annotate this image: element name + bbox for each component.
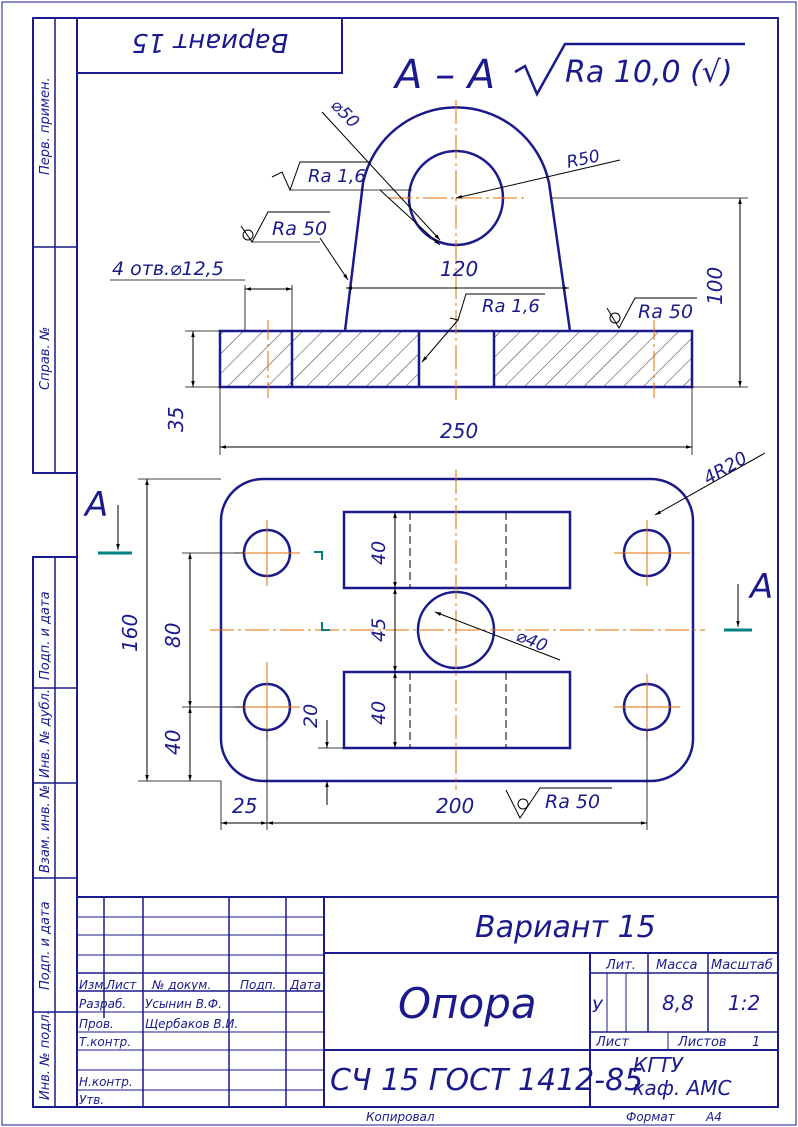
tb-lit-value: У (592, 997, 604, 1017)
side-label-vzam: Взам. инв. № (38, 785, 53, 873)
tb-role-0: Разраб. (79, 997, 126, 1011)
format-value: А4 (705, 1110, 722, 1124)
dim-radius: R50 (565, 146, 602, 173)
tb-name: Опора (398, 979, 537, 1028)
side-label-sprav: Справ. № (38, 327, 53, 390)
title-block-text: Вариант 15 Опора СЧ 15 ГОСТ 1412-85 КГТУ… (79, 910, 773, 1124)
general-roughness: Ra 10,0 (√) (565, 55, 733, 90)
tb-col-sign: Подп. (240, 978, 276, 992)
dim-slot-gap: 45 (368, 618, 390, 642)
dim-hole-spacing-v: 80 (161, 623, 185, 648)
svg-text:Вариант 15: Вариант 15 (132, 27, 289, 57)
dim-overall-height: 160 (118, 614, 142, 652)
tb-lit-label: Лит. (605, 958, 636, 973)
tb-name-1: Щербаков В.И. (145, 1017, 238, 1031)
dim-hole-spacing-h: 200 (436, 794, 474, 818)
tb-sheets-label: Листов (677, 1035, 727, 1050)
tb-role-2: Т.контр. (79, 1035, 131, 1049)
side-label-dubl: Инв. № дубл. (38, 689, 53, 778)
slot-top (342, 510, 572, 590)
slot-bottom (342, 670, 572, 750)
dim-width-boss: 120 (440, 257, 478, 281)
side-label-podp1: Подп. и дата (38, 591, 53, 680)
section-header: А – А Ra 10,0 (√) (392, 42, 745, 98)
side-columns: Перв. примен. Справ. № Подп. и дата Инв.… (38, 77, 53, 1100)
dim-hole-offset-h: 25 (232, 794, 257, 818)
tb-role-3: Н.контр. (79, 1075, 133, 1089)
tb-mass-value: 8,8 (662, 991, 694, 1015)
roughness-base-right: Ra 50 (638, 301, 693, 323)
tb-role-4: Утв. (79, 1093, 104, 1107)
section-view: ⌀50 R50 120 100 35 250 4 отв.⌀12,5 Ra 1,… (110, 96, 748, 455)
tb-variant: Вариант 15 (475, 910, 656, 945)
tb-sheets-value: 1 (752, 1035, 760, 1050)
copied-label: Копировал (366, 1110, 435, 1124)
section-mark-right: А (748, 567, 773, 607)
roughness-symbol (514, 42, 745, 97)
tb-scale-label: Масштаб (711, 958, 773, 973)
tb-material: СЧ 15 ГОСТ 1412-85 (330, 1063, 643, 1098)
tb-name-0: Усынин В.Ф. (145, 997, 222, 1011)
tb-col-izm: Изм. (79, 978, 107, 992)
roughness-bottom: Ra 50 (545, 791, 600, 813)
side-label-podl: Инв. № подл. (38, 1010, 53, 1100)
tb-org1: КГТУ (633, 1053, 685, 1077)
roughness-boss-side: Ra 1,6 (308, 166, 366, 187)
tb-scale-value: 1:2 (728, 991, 760, 1015)
variant-stamp: Вариант 15 (76, 17, 343, 74)
dim-center-hole: ⌀40 (513, 626, 550, 656)
dim-slot-offset: 20 (300, 704, 322, 728)
dim-height-total: 100 (703, 267, 727, 305)
plan-view: А А 4R20 40 45 40 ⌀40 160 80 40 20 (83, 448, 773, 830)
dim-base-height: 35 (164, 407, 188, 432)
tb-mass-label: Масса (656, 958, 697, 973)
title-block (77, 896, 778, 1107)
side-label-perv: Перв. примен. (38, 77, 53, 175)
dim-slot-bottom: 40 (368, 701, 390, 725)
section-mark-left: А (83, 485, 108, 525)
tb-col-date: Дата (289, 978, 321, 992)
format-label: Формат (626, 1110, 676, 1124)
dim-slot-top: 40 (368, 541, 390, 565)
tb-col-doc: № докум. (151, 978, 211, 992)
tb-sheet-label: Лист (595, 1035, 629, 1050)
dim-corner-radius: 4R20 (700, 448, 751, 490)
dim-holes: 4 отв.⌀12,5 (112, 258, 224, 280)
dim-hole-offset-v: 40 (161, 730, 185, 755)
dim-base-length: 250 (440, 419, 478, 443)
tb-role-1: Пров. (79, 1017, 114, 1031)
tb-org2: каф. АМС (632, 1076, 731, 1100)
dim-diam-hole: ⌀50 (326, 96, 363, 133)
roughness-hole: Ra 1,6 (482, 296, 540, 317)
section-title: А – А (392, 52, 495, 98)
roughness-base-left: Ra 50 (272, 218, 327, 240)
side-label-podp2: Подп. и дата (38, 901, 53, 990)
tb-col-list: Лист (105, 978, 137, 992)
